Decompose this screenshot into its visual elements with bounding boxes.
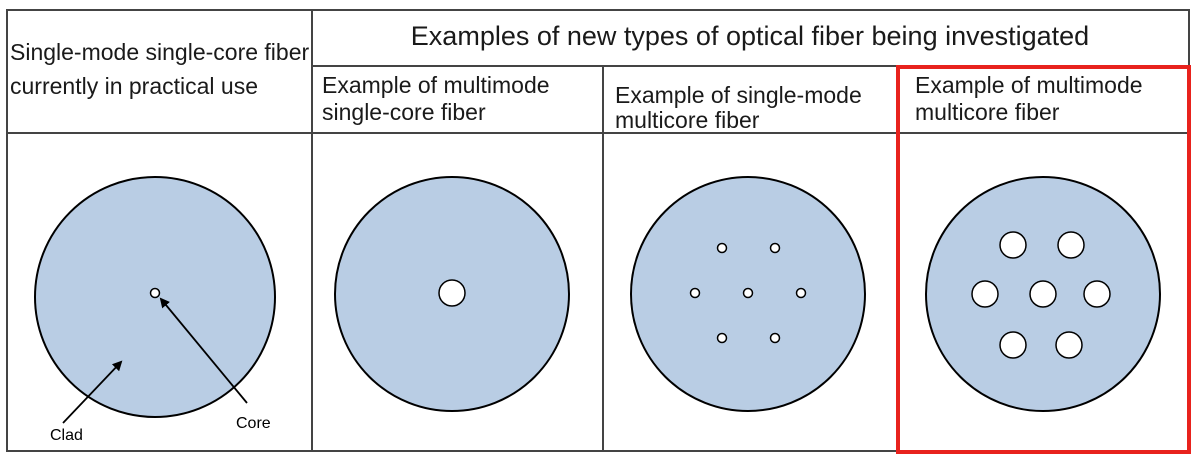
col1-header-line-1: Example of multimode [322,72,550,98]
core-circle [1029,280,1057,308]
core-circle [716,242,728,254]
left-header-line-1: Single-mode single-core fiber [10,39,309,65]
core-circle [1055,331,1083,359]
core-arrow [159,297,248,404]
fiber-single-mode-single-core: Clad Core [34,176,276,444]
col1-header-line-2: single-core fiber [322,99,486,125]
top-header: Examples of new types of optical fiber b… [411,21,1089,51]
core-circle [999,231,1027,259]
col3-header-line-2: multicore fiber [915,99,1060,125]
fiber-single-mode-multicore [630,176,866,412]
core-circle [689,287,701,299]
clad-arrow [62,360,123,424]
clad-label: Clad [50,427,83,444]
core-circle [1057,231,1085,259]
core-label: Core [236,415,271,432]
core-circle [149,287,161,299]
fiber-multimode-single-core [334,176,570,412]
left-header-line-2: currently in practical use [10,73,258,99]
highlight-box [896,65,1191,454]
core-circle [716,332,728,344]
core-circle [795,287,807,299]
col3-header-line-1: Example of multimode [915,72,1143,98]
core-circle [769,242,781,254]
core-circle [1083,280,1111,308]
core-circle [769,332,781,344]
fiber-multimode-multicore [925,176,1161,412]
core-circle [742,287,754,299]
core-circle [438,279,466,307]
core-circle [999,331,1027,359]
col2-header-line-2: multicore fiber [615,107,760,133]
col2-header-line-1: Example of single-mode [615,82,862,108]
core-circle [971,280,999,308]
